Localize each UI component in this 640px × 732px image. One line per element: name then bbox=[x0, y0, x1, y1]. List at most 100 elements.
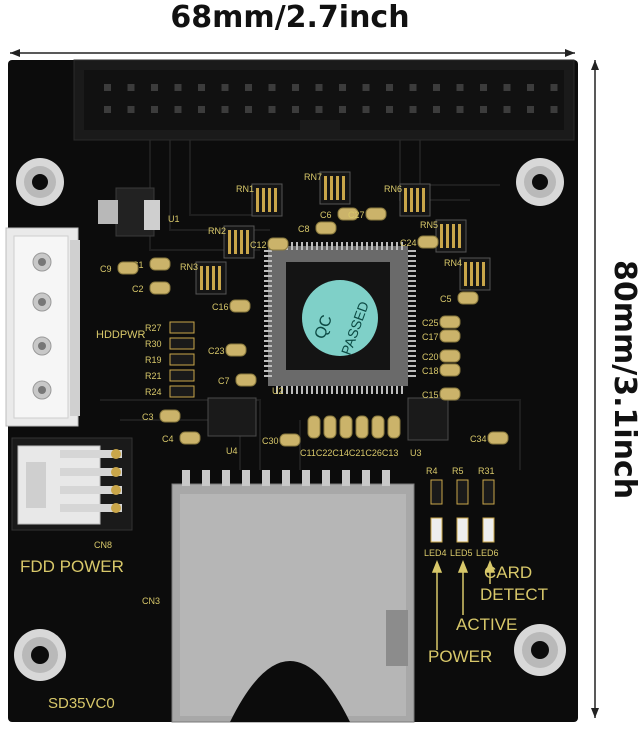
capacitor-label: C9 bbox=[100, 264, 112, 274]
chip-pin bbox=[408, 345, 416, 347]
width-dimension: 68mm/2.7inch bbox=[0, 0, 640, 40]
chip-pin bbox=[386, 242, 388, 250]
capacitor-label: C3 bbox=[142, 412, 154, 422]
status-led: LED5 bbox=[450, 517, 473, 558]
chip-pin bbox=[264, 325, 272, 327]
capacitor bbox=[323, 415, 337, 439]
led-indicator-arrows bbox=[431, 559, 496, 650]
ide-pin bbox=[292, 106, 299, 113]
chip-pin bbox=[391, 242, 393, 250]
power-label: POWER bbox=[428, 647, 492, 666]
active-label: ACTIVE bbox=[456, 615, 517, 634]
ic-label-u2: U2 bbox=[272, 386, 284, 396]
resistor-network: RN5 bbox=[420, 219, 467, 253]
chip-pin bbox=[321, 386, 323, 394]
resistor-network: RN1 bbox=[236, 183, 283, 217]
ide-pin bbox=[315, 84, 323, 91]
ide-pin bbox=[292, 84, 299, 91]
chip-pin bbox=[351, 242, 353, 250]
capacitor: C7 bbox=[218, 373, 257, 387]
voltage-regulator-u1 bbox=[98, 187, 160, 237]
ide-pin bbox=[339, 84, 346, 91]
ide-pin bbox=[550, 106, 558, 113]
sd-contact bbox=[182, 470, 190, 486]
chip-pin bbox=[408, 315, 416, 317]
resistor-network: RN4 bbox=[444, 257, 491, 291]
ide-pin bbox=[127, 84, 135, 91]
capacitor-label: C5 bbox=[440, 294, 452, 304]
fdd-solder-pad bbox=[111, 503, 121, 513]
fdd-solder-pad bbox=[111, 485, 121, 495]
resistor-network: RN2 bbox=[208, 225, 255, 259]
resistor: R24 bbox=[145, 385, 195, 398]
chip-pin bbox=[408, 375, 416, 377]
ide-pin bbox=[245, 84, 252, 91]
ide-pin bbox=[198, 106, 205, 113]
chip-pin bbox=[408, 305, 416, 307]
height-arrow-bottom-icon bbox=[591, 708, 599, 718]
chip-pin bbox=[408, 250, 416, 252]
chip-pin bbox=[264, 275, 272, 277]
chip-pin bbox=[366, 242, 368, 250]
capacitor: C18 bbox=[422, 363, 461, 377]
rn-label: RN2 bbox=[208, 226, 226, 236]
chip-pin bbox=[371, 242, 373, 250]
chip-pin bbox=[391, 386, 393, 394]
capacitor-label: C6 bbox=[320, 210, 332, 220]
led-label: LED4 bbox=[424, 548, 447, 558]
resistor: R30 bbox=[145, 337, 195, 350]
resistor-label: R30 bbox=[145, 339, 162, 349]
chip-pin bbox=[408, 300, 416, 302]
sd-contact bbox=[242, 470, 250, 486]
chip-pin bbox=[381, 386, 383, 394]
chip-pin bbox=[346, 386, 348, 394]
chip-pin bbox=[264, 320, 272, 322]
capacitor-label: C8 bbox=[298, 224, 310, 234]
resistor-network: RN6 bbox=[384, 183, 431, 217]
rn-label: RN7 bbox=[304, 172, 322, 182]
chip-pin bbox=[264, 295, 272, 297]
chip-pin bbox=[396, 242, 398, 250]
ide-pin bbox=[221, 84, 229, 91]
status-led: LED4 bbox=[424, 517, 447, 558]
rn-label: RN6 bbox=[384, 184, 402, 194]
ide-pin bbox=[151, 106, 158, 113]
card-detect-line1: CARD bbox=[484, 563, 532, 582]
ide-pin bbox=[268, 106, 276, 113]
ide-pin bbox=[362, 84, 370, 91]
capacitor: C20 bbox=[422, 349, 461, 363]
capacitor-label: C34 bbox=[470, 434, 487, 444]
height-dimension-label: 80mm/3.1inch bbox=[607, 260, 640, 500]
capacitor bbox=[355, 415, 369, 439]
chip-pin bbox=[408, 275, 416, 277]
chip-pin bbox=[361, 242, 363, 250]
molex-pins bbox=[32, 252, 52, 400]
connector-label-cn8: CN8 bbox=[94, 540, 112, 550]
ide-pin bbox=[433, 106, 440, 113]
chip-pin bbox=[296, 386, 298, 394]
connector-label-cn3: CN3 bbox=[142, 596, 160, 606]
chip-pin bbox=[331, 386, 333, 394]
chip-pin bbox=[396, 386, 398, 394]
chip-pin bbox=[301, 386, 303, 394]
chip-pin bbox=[376, 242, 378, 250]
molex-pin-core bbox=[38, 258, 46, 266]
ic-label-u4: U4 bbox=[226, 446, 238, 456]
chip-pin bbox=[264, 305, 272, 307]
capacitor-label: C17 bbox=[422, 332, 439, 342]
mounting-hole-bottom-left bbox=[14, 629, 66, 681]
capacitor bbox=[339, 415, 353, 439]
chip-pin bbox=[264, 290, 272, 292]
led-label: LED5 bbox=[450, 548, 473, 558]
chip-pin bbox=[361, 386, 363, 394]
chip-pin bbox=[311, 242, 313, 250]
fdd-connector-pins bbox=[60, 449, 122, 513]
bottom-capacitor-row-label: C11C22C14C21C26C13 bbox=[300, 448, 398, 458]
sd-contact bbox=[222, 470, 230, 486]
capacitor-label: C24 bbox=[400, 238, 417, 248]
mounting-hole-top-left bbox=[16, 158, 64, 206]
chip-pin bbox=[336, 386, 338, 394]
ide-pin bbox=[339, 106, 346, 113]
capacitor: C24 bbox=[400, 235, 439, 249]
